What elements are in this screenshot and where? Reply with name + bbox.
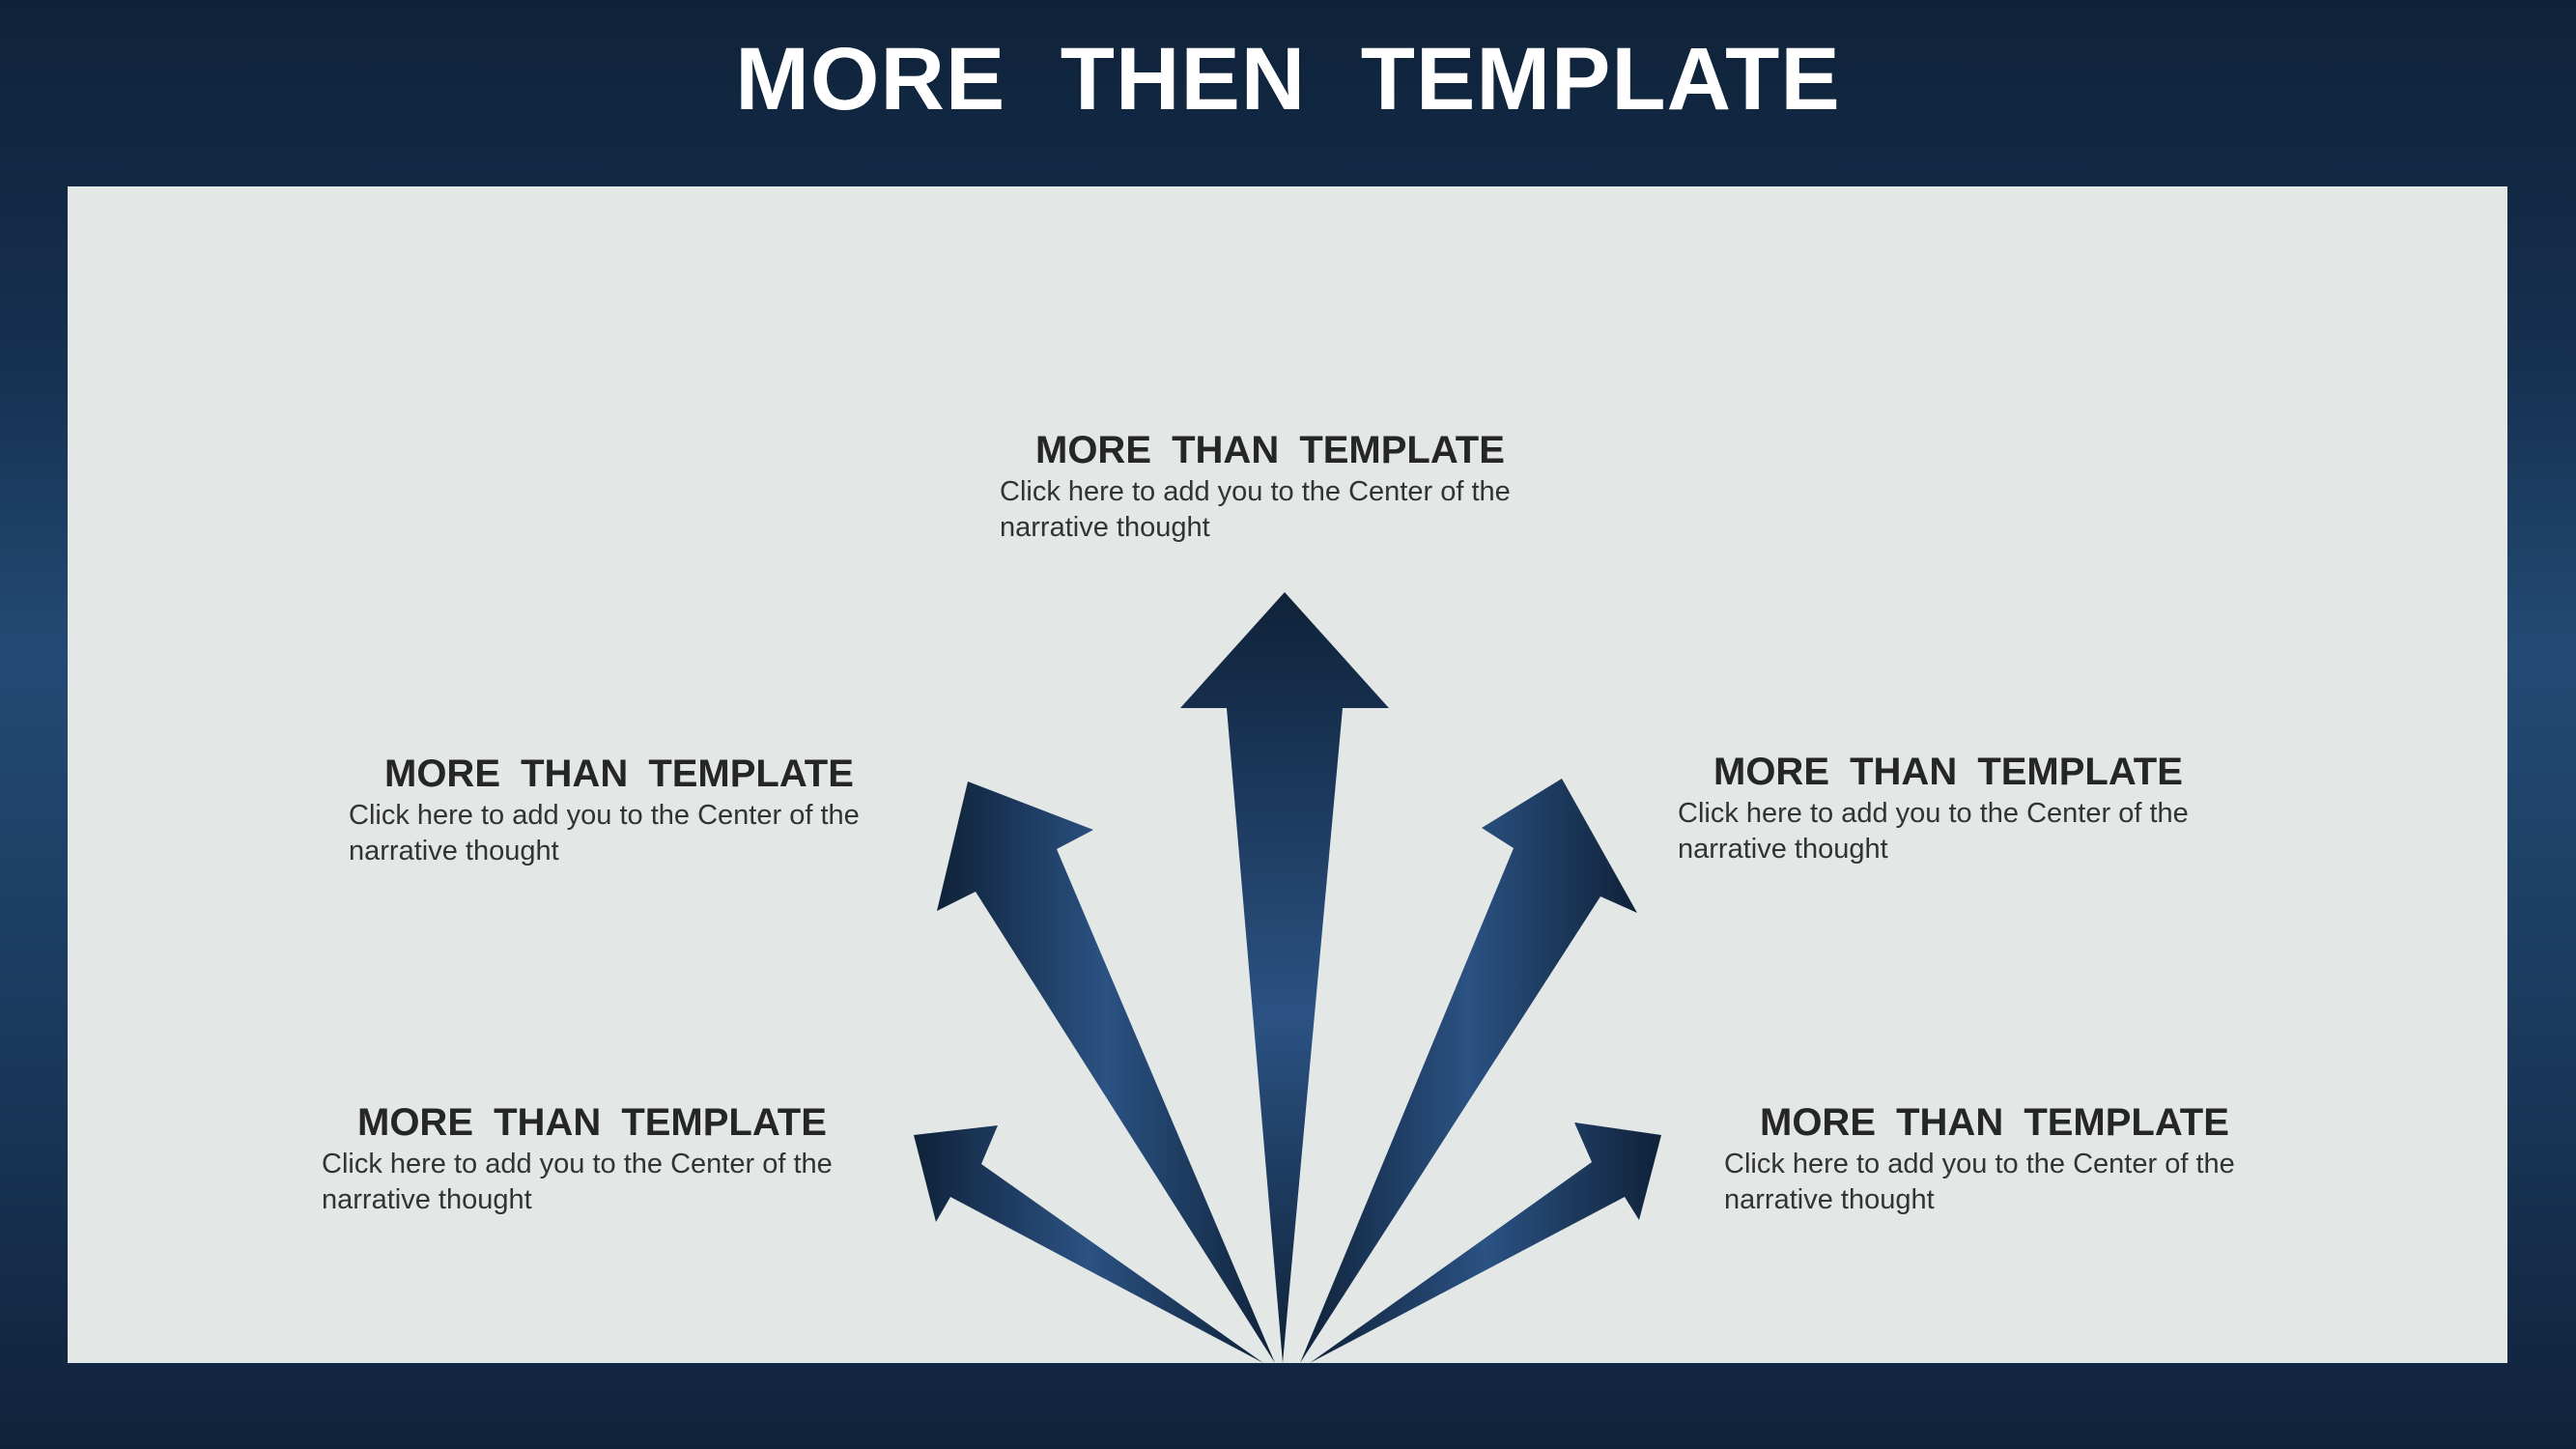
block-body: Click here to add you to the Center of t…	[1678, 798, 2189, 865]
arrow-up-left	[937, 781, 1275, 1363]
text-block-right-upper: MORE THAN TEMPLATE Click here to add you…	[1678, 750, 2277, 867]
content-panel: MORE THAN TEMPLATE Click here to add you…	[68, 186, 2507, 1363]
text-block-top: MORE THAN TEMPLATE Click here to add you…	[1000, 428, 1599, 546]
block-body: Click here to add you to the Center of t…	[1000, 476, 1511, 543]
arrow-left-lower	[914, 1125, 1263, 1363]
block-heading: MORE THAN TEMPLATE	[1713, 751, 2183, 793]
block-body: Click here to add you to the Center of t…	[1724, 1149, 2235, 1215]
text-block-right-lower: MORE THAN TEMPLATE Click here to add you…	[1724, 1100, 2323, 1218]
block-heading: MORE THAN TEMPLATE	[1760, 1101, 2229, 1144]
text-block-left-upper: MORE THAN TEMPLATE Click here to add you…	[349, 752, 948, 869]
arrow-fan-diagram	[914, 592, 1661, 1363]
block-heading: MORE THAN TEMPLATE	[357, 1101, 827, 1144]
block-heading: MORE THAN TEMPLATE	[1035, 429, 1505, 471]
block-heading: MORE THAN TEMPLATE	[384, 753, 854, 795]
block-body: Click here to add you to the Center of t…	[322, 1149, 833, 1215]
text-block-left-lower: MORE THAN TEMPLATE Click here to add you…	[322, 1100, 920, 1218]
slide-title: MORE THEN TEMPLATE	[735, 30, 1841, 128]
block-body: Click here to add you to the Center of t…	[349, 800, 860, 867]
arrow-up-center	[1180, 592, 1389, 1363]
arrow-up-right	[1300, 779, 1637, 1363]
arrow-right-lower	[1310, 1122, 1661, 1363]
